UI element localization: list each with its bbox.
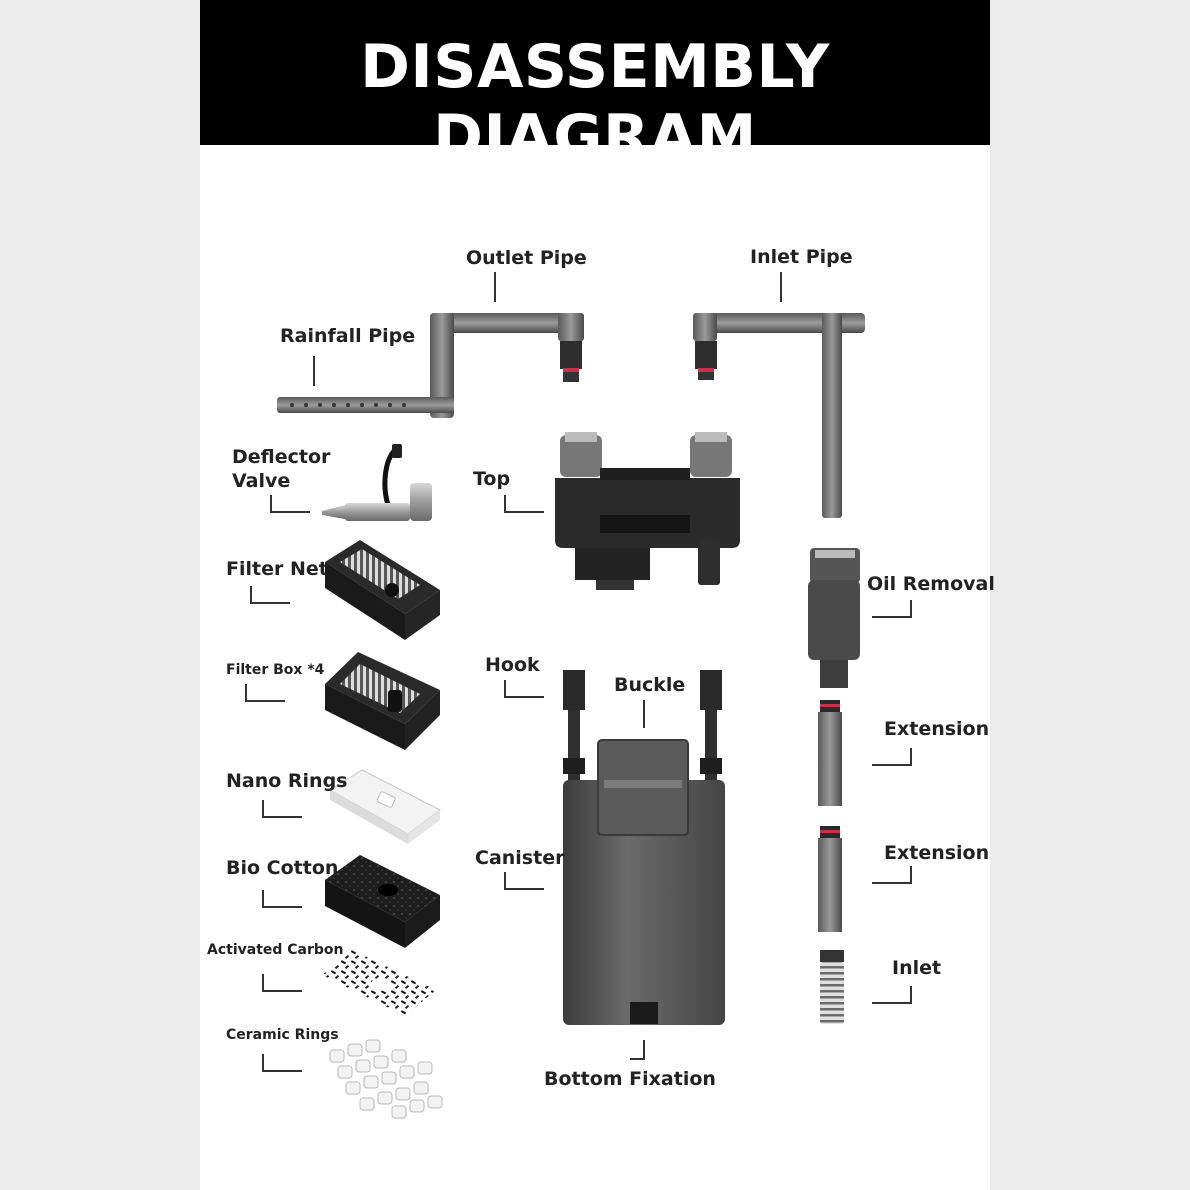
- activated-carbon-leader-h: [262, 990, 302, 992]
- rainfall-pipe-part: [277, 397, 454, 413]
- filter-box-leader-h: [245, 700, 285, 702]
- outlet-pipe-part: [430, 313, 584, 418]
- filter-net-label: Filter Net: [226, 558, 328, 580]
- oil-removal-label: Oil Removal: [867, 573, 995, 595]
- canister-part: [563, 670, 725, 1025]
- top-label: Top: [473, 468, 511, 490]
- top-leader-v: [504, 495, 506, 513]
- nano-rings-part: [329, 769, 441, 844]
- inlet-pipe-leader: [780, 272, 782, 302]
- bio-cotton-leader-h: [262, 906, 302, 908]
- filter-net-leader-v: [250, 586, 252, 604]
- inlet-leader-v: [910, 986, 912, 1004]
- inlet-pipe-label: Inlet Pipe: [750, 246, 853, 268]
- filter-box-part: [325, 652, 440, 750]
- bio-cotton-leader-v: [262, 890, 264, 908]
- ceramic-rings-label: Ceramic Rings: [226, 1027, 339, 1043]
- ceramic-rings-part: [329, 1039, 443, 1119]
- ceramic-rings-leader-h: [262, 1070, 302, 1072]
- oil-removal-leader-v: [910, 600, 912, 618]
- top-leader-h: [504, 511, 544, 513]
- oil-removal-leader-h: [872, 616, 912, 618]
- canister-leader-v: [504, 872, 506, 890]
- bio-cotton-label: Bio Cotton: [226, 857, 339, 879]
- extension-2-leader-h: [872, 882, 912, 884]
- hook-label: Hook: [485, 654, 540, 676]
- activated-carbon-leader-v: [262, 974, 264, 992]
- extension-2-leader-v: [910, 866, 912, 884]
- outlet-pipe-leader: [494, 272, 496, 302]
- inlet-leader-h: [872, 1002, 912, 1004]
- top-head-part: [555, 432, 740, 590]
- bio-cotton-part: [325, 855, 440, 948]
- nano-rings-label: Nano Rings: [226, 770, 348, 792]
- ceramic-rings-leader-v: [262, 1054, 264, 1072]
- bottom-fixation-label: Bottom Fixation: [544, 1068, 716, 1090]
- deflector-valve-part: [322, 444, 432, 521]
- nano-rings-leader-h: [262, 816, 302, 818]
- deflector-valve-leader-v: [270, 495, 272, 513]
- extension-part-1: [818, 700, 842, 806]
- inlet-pipe-part: [693, 313, 865, 518]
- oil-removal-part: [808, 548, 860, 688]
- bottom-fixation-leader-h: [630, 1058, 645, 1060]
- title-banner: DISASSEMBLY DIAGRAM: [200, 0, 990, 172]
- filter-box-label: Filter Box *4: [226, 662, 325, 678]
- canister-label: Canister: [475, 847, 565, 869]
- extension-2-label: Extension: [884, 842, 990, 864]
- rainfall-pipe-leader: [313, 356, 315, 386]
- filter-net-leader-h: [250, 602, 290, 604]
- buckle-leader: [643, 700, 645, 728]
- rainfall-pipe-label: Rainfall Pipe: [280, 325, 416, 347]
- diagram-title: DISASSEMBLY DIAGRAM: [360, 32, 830, 172]
- nano-rings-leader-v: [262, 800, 264, 818]
- filter-box-leader-v: [245, 684, 247, 702]
- bottom-fixation-leader-v: [643, 1040, 645, 1060]
- extension-1-leader-v: [910, 748, 912, 766]
- extension-part-2: [818, 826, 842, 932]
- extension-1-leader-h: [872, 764, 912, 766]
- activated-carbon-label: Activated Carbon: [207, 942, 344, 958]
- filter-net-part: [325, 540, 440, 640]
- hook-leader-v: [504, 680, 506, 698]
- inlet-strainer-part: [820, 950, 844, 1024]
- deflector-valve-label: Deflector Valve: [232, 446, 331, 492]
- outlet-pipe-label: Outlet Pipe: [466, 247, 587, 269]
- buckle-label: Buckle: [614, 674, 686, 696]
- activated-carbon-part: [322, 950, 436, 1016]
- inlet-label: Inlet: [892, 957, 942, 979]
- canister-leader-h: [504, 888, 544, 890]
- hook-leader-h: [504, 696, 544, 698]
- extension-1-label: Extension: [884, 718, 990, 740]
- deflector-valve-leader-h: [270, 511, 310, 513]
